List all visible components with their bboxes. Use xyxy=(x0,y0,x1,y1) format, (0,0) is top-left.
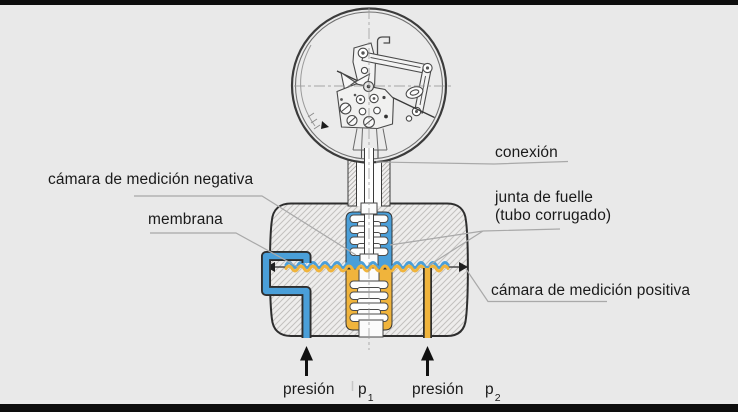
pressure-arrow-p1 xyxy=(300,346,313,376)
label-pressure-p2: presión xyxy=(412,381,464,398)
dial-pointer-mark-icon xyxy=(321,121,329,129)
leader-membrane xyxy=(150,232,299,268)
label-bellows-joint: junta de fuelle (tubo corrugado) xyxy=(495,189,611,224)
leader-lines xyxy=(134,160,607,303)
frame-bottom-bar xyxy=(0,404,738,412)
label-positive-chamber: cámara de medición positiva xyxy=(491,282,691,299)
centerlines xyxy=(294,8,452,350)
p2-symbol: p2 xyxy=(485,381,501,405)
leader-connection xyxy=(375,160,569,165)
label-bellows-joint-line2: (tubo corrugado) xyxy=(495,206,612,224)
p1-symbol: p1 xyxy=(358,381,374,405)
p2-letter: p xyxy=(485,381,494,398)
p1-channel-pipe xyxy=(261,251,312,338)
gauge-head xyxy=(290,7,448,164)
label-bellows-joint-line1: junta de fuelle xyxy=(495,189,594,206)
leader-negative-chamber xyxy=(134,195,357,256)
label-connection: conexión xyxy=(495,144,558,161)
p2-subscript: 2 xyxy=(494,392,501,405)
pressure-arrow-p2 xyxy=(421,346,434,376)
p1-letter: p xyxy=(358,381,367,398)
leader-bellows-joint xyxy=(389,228,561,267)
label-membrane: membrana xyxy=(148,211,223,228)
label-pressure-p1: presión xyxy=(283,381,335,398)
frame-top-bar xyxy=(0,0,738,5)
leader-positive-chamber xyxy=(465,268,607,303)
label-negative-chamber: cámara de medición negativa xyxy=(48,171,254,188)
p1-subscript: 1 xyxy=(367,392,374,405)
